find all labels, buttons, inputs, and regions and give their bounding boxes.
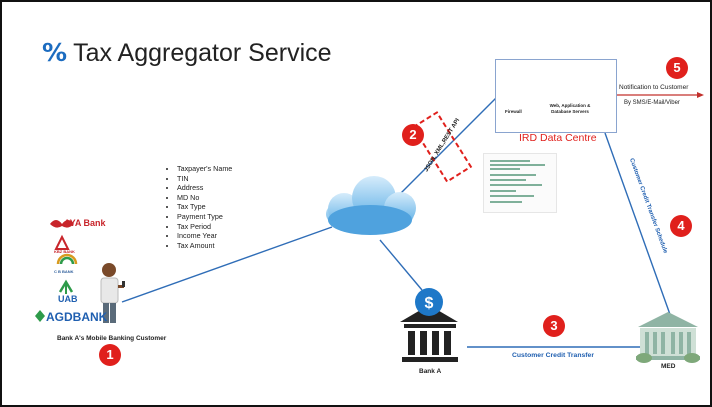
med-building-icon xyxy=(636,312,700,363)
credit-transfer-label: Customer Credit Transfer xyxy=(512,352,594,359)
ird-label: IRD Data Centre xyxy=(519,132,597,144)
aya-bank-label: AYA Bank xyxy=(64,218,106,228)
list-item: Payment Type xyxy=(177,212,232,222)
aya-bank-logo xyxy=(50,220,74,228)
list-item: Tax Amount xyxy=(177,241,232,251)
step-badge-1: 1 xyxy=(99,344,121,366)
cloud-icon xyxy=(326,176,416,235)
list-item: MD No xyxy=(177,193,232,203)
med-label: MED xyxy=(661,363,676,370)
code-snippet-image xyxy=(483,153,557,213)
list-item: TIN xyxy=(177,174,232,184)
taxpayer-fields-list: Taxpayer's Name TIN Address MD No Tax Ty… xyxy=(167,164,232,250)
customer-label: Bank A's Mobile Banking Customer xyxy=(57,335,167,342)
step-badge-5: 5 xyxy=(666,57,688,79)
uab-label: UAB xyxy=(58,294,78,304)
percent-slash-icon: % xyxy=(42,38,68,67)
step-badge-4: 4 xyxy=(670,215,692,237)
notification-sub-label: By SMS/E-Mail/Viber xyxy=(624,100,680,106)
list-item: Income Year xyxy=(177,231,232,241)
firewall-label: Firewall xyxy=(505,109,522,114)
bank-a-label: Bank A xyxy=(419,368,442,375)
cb-bank-label: C B BANK xyxy=(54,269,74,274)
api-dashed-box xyxy=(411,111,473,183)
customer-person-icon xyxy=(100,263,125,323)
step-badge-3: 3 xyxy=(543,315,565,337)
list-item: Tax Period xyxy=(177,222,232,232)
ird-data-centre-box xyxy=(495,59,617,133)
cloud-bank-line xyxy=(379,239,423,291)
uab-logo xyxy=(58,279,74,294)
cb-bank-logo xyxy=(56,253,78,265)
notification-label: Notification to Customer xyxy=(619,84,689,91)
title-text: Tax Aggregator Service xyxy=(73,39,332,67)
page-title: %Tax Aggregator Service xyxy=(42,38,332,68)
ird-med-line xyxy=(604,132,673,321)
agd-bank-label: AGDBANK xyxy=(46,310,108,324)
kbz-bank-logo xyxy=(54,234,70,250)
servers-label: Web, Application & Database Servers xyxy=(549,103,591,114)
agd-bank-logo xyxy=(35,310,45,322)
bank-building-icon: $ xyxy=(400,288,458,362)
list-item: Tax Type xyxy=(177,202,232,212)
list-item: Address xyxy=(177,183,232,193)
list-item: Taxpayer's Name xyxy=(177,164,232,174)
kbz-bank-label: KBZ BANK xyxy=(54,249,75,254)
step-badge-2: 2 xyxy=(402,124,424,146)
cloud-ird-line xyxy=(399,93,501,195)
customer-cloud-line xyxy=(121,226,333,303)
svg-text:$: $ xyxy=(425,295,434,312)
